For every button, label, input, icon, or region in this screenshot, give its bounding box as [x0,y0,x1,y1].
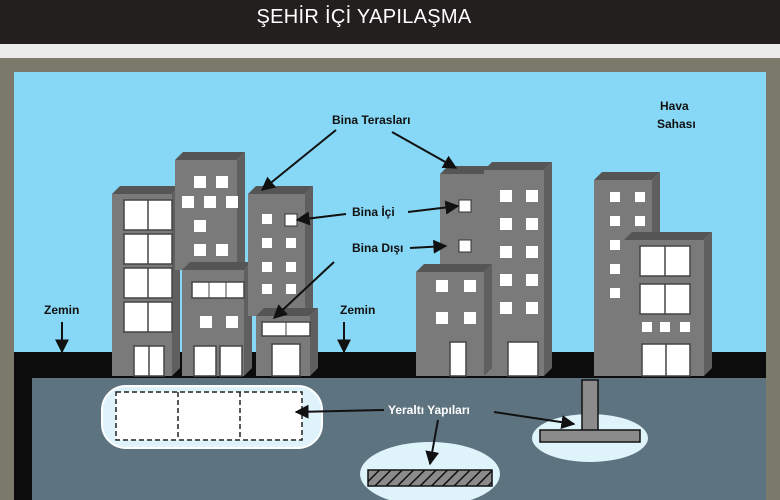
underground-left-edge [14,378,32,500]
building-left-low [182,262,252,377]
label-ground-left: Zemin [44,303,79,317]
underground-tunnel [360,442,500,500]
building-mid-front [416,264,492,377]
label-air-space-2: Sahası [657,117,696,131]
label-ground-mid: Zemin [340,303,375,317]
urban-construction-diagram: Bina Terasları Hava Sahası Bina İçi Bina… [0,58,780,500]
inside-arrows [295,200,460,226]
building-left-tall [112,186,180,377]
ground-arrows [55,322,351,354]
header-divider [0,44,780,58]
underground-arrows [294,404,576,466]
terraces-arrows [260,129,458,191]
building-left-right [248,186,313,316]
title-bar: ŞEHİR İÇİ YAPILAŞMA [0,0,780,44]
label-underground: Yeraltı Yapıları [388,403,470,417]
label-terraces: Bina Terasları [332,113,410,127]
building-right-front [624,232,712,377]
label-inside: Bina İçi [352,204,395,219]
label-air-space-1: Hava [660,99,689,113]
underground-parking [101,385,323,449]
outside-arrows [272,239,448,319]
building-mid-tall [484,162,552,377]
building-left-center [175,152,245,270]
label-outside: Bina Dışı [352,241,403,255]
page-title: ŞEHİR İÇİ YAPILAŞMA [256,6,472,28]
building-left-front [256,308,318,377]
